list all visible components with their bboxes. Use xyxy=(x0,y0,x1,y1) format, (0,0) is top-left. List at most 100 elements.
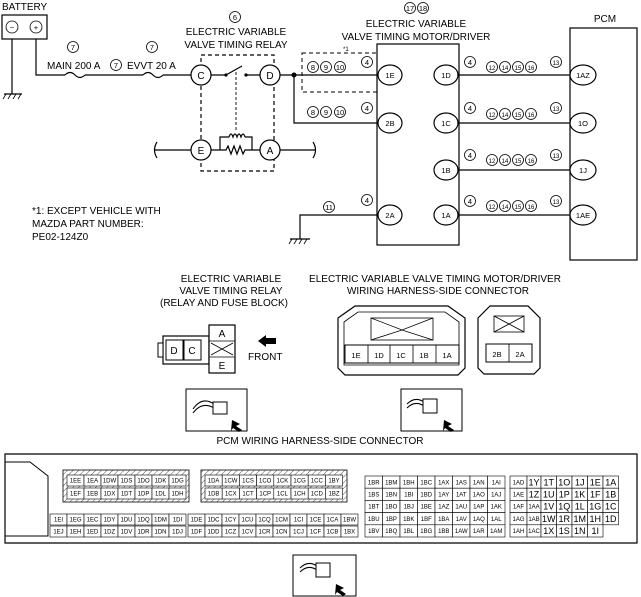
pcm-pin: 1AJ xyxy=(487,487,506,501)
svg-text:1AB: 1AB xyxy=(528,517,539,523)
pcm-pin: 1A xyxy=(602,475,619,489)
svg-text:1BO: 1BO xyxy=(385,505,397,511)
svg-text:14: 14 xyxy=(502,205,509,211)
svg-text:1P: 1P xyxy=(559,490,570,500)
pcm-pin: 1DI xyxy=(168,513,187,526)
motor-terminal-1a: 1A xyxy=(433,204,459,226)
relay-connector-title-line2: VALVE TIMING RELAY xyxy=(179,286,283,297)
pcm-pin: 1I xyxy=(587,524,604,538)
pcm-pin: 1M xyxy=(571,512,588,526)
svg-text:1AW: 1AW xyxy=(455,529,468,535)
svg-text:1AE: 1AE xyxy=(576,211,590,220)
motor-terminal-2a: 2A xyxy=(377,204,403,226)
pcm-pin: 1AW xyxy=(452,524,471,538)
svg-text:1B: 1B xyxy=(441,166,450,175)
pcm-pin: 1DJ xyxy=(168,525,187,538)
pcm-pin: 1AT xyxy=(452,487,471,501)
relay-switch xyxy=(211,65,260,76)
pcm-pin: 1CG xyxy=(290,474,309,487)
battery-ground-symbol xyxy=(2,93,22,100)
svg-text:1D: 1D xyxy=(605,514,617,524)
svg-text:1EC: 1EC xyxy=(87,518,99,524)
svg-text:16: 16 xyxy=(528,66,535,72)
battery-box xyxy=(1,14,48,40)
pcm-pin: 1AK xyxy=(487,500,506,513)
pcm-pin: 1CJ xyxy=(289,525,308,538)
svg-text:1DJ: 1DJ xyxy=(172,530,183,536)
pcm-pin: 1CY xyxy=(221,513,240,526)
footnote-line2: MAZDA PART NUMBER: xyxy=(32,219,144,230)
svg-text:1CZ: 1CZ xyxy=(225,530,237,536)
svg-text:C: C xyxy=(197,71,204,82)
svg-text:1BT: 1BT xyxy=(368,505,379,511)
pcm-pin: 1K xyxy=(571,487,588,501)
svg-text:1Z: 1Z xyxy=(529,490,540,500)
svg-text:2A: 2A xyxy=(515,350,524,359)
pcm-pin: 1AA xyxy=(526,500,542,513)
svg-text:1EH: 1EH xyxy=(70,530,82,536)
callout-ground: 11 xyxy=(323,201,335,213)
pcm-pin: 1C xyxy=(602,500,619,513)
svg-text:1DS: 1DS xyxy=(121,479,133,485)
pcm-pin: 1E xyxy=(587,475,604,489)
svg-text:1E: 1E xyxy=(385,71,394,80)
pcm-pin: 1Q xyxy=(556,500,573,513)
svg-text:1CP: 1CP xyxy=(259,492,271,498)
svg-text:1CY: 1CY xyxy=(225,518,237,524)
svg-text:1CL: 1CL xyxy=(277,492,289,498)
pcm-pin: 1BX xyxy=(340,525,359,538)
pcm-pin: 1BQ xyxy=(382,524,401,538)
svg-text:1DU: 1DU xyxy=(120,518,132,524)
pcm-pin: 1BB xyxy=(434,524,453,538)
motor-terminal-1c: 1C xyxy=(433,112,459,134)
callout-evvt-fuse-text: 7 xyxy=(150,43,154,52)
svg-text:1A: 1A xyxy=(605,477,616,487)
pcm-pin: 1AU xyxy=(452,500,471,513)
svg-text:1ED: 1ED xyxy=(87,530,99,536)
pcm-pin: 1CV xyxy=(238,525,257,538)
svg-text:1CB: 1CB xyxy=(327,530,339,536)
pcm-pin: 1DY xyxy=(100,513,119,526)
svg-text:1M: 1M xyxy=(573,514,586,524)
svg-text:1CJ: 1CJ xyxy=(293,530,304,536)
svg-text:1BE: 1BE xyxy=(421,505,432,511)
front-label: FRONT xyxy=(248,352,282,363)
svg-text:1CN: 1CN xyxy=(275,530,287,536)
pcm-pin: 1DS xyxy=(117,474,136,487)
svg-text:15: 15 xyxy=(515,66,522,72)
pcm-pin: 1DH xyxy=(168,487,187,500)
pcm-pin: 1AD xyxy=(509,475,528,489)
svg-text:1BQ: 1BQ xyxy=(385,529,397,535)
svg-text:4: 4 xyxy=(365,58,369,67)
svg-text:1DH: 1DH xyxy=(171,492,183,498)
svg-text:1DD: 1DD xyxy=(207,530,220,536)
svg-text:1S: 1S xyxy=(559,526,570,536)
svg-text:2A: 2A xyxy=(385,211,394,220)
svg-text:1O: 1O xyxy=(578,119,588,128)
svg-text:1CG: 1CG xyxy=(293,479,306,485)
battery-label: BATTERY xyxy=(2,2,48,13)
svg-text:1CA: 1CA xyxy=(327,518,339,524)
svg-text:11: 11 xyxy=(325,203,333,212)
svg-text:13: 13 xyxy=(553,200,560,206)
pcm-pin: 1S xyxy=(556,524,573,538)
pcm-label: PCM xyxy=(594,14,616,25)
svg-text:1BJ: 1BJ xyxy=(404,505,414,511)
pcm-pin: 1BS xyxy=(364,487,383,501)
svg-text:1D: 1D xyxy=(374,351,384,360)
pcm-pin: 1AE xyxy=(509,487,528,501)
pcm-pin: 1CQ xyxy=(255,513,274,526)
svg-text:9: 9 xyxy=(324,108,328,117)
svg-text:1AX: 1AX xyxy=(438,480,449,486)
svg-text:1Y: 1Y xyxy=(528,477,539,487)
svg-text:15: 15 xyxy=(515,205,522,211)
svg-text:1CS: 1CS xyxy=(242,479,254,485)
pcm-pin: 1AH xyxy=(509,524,528,538)
front-arrow-icon xyxy=(258,335,276,347)
pcm-pin: 1CX xyxy=(221,487,240,500)
motor-terminal-1d: 1D xyxy=(433,64,459,86)
pcm-pin: 1DE xyxy=(187,513,206,526)
svg-text:1BD: 1BD xyxy=(420,492,432,498)
motor-connector-main: 1E 1D 1C 1B 1A xyxy=(337,305,466,376)
pcm-terminal-1az: 1AZ xyxy=(569,64,597,86)
